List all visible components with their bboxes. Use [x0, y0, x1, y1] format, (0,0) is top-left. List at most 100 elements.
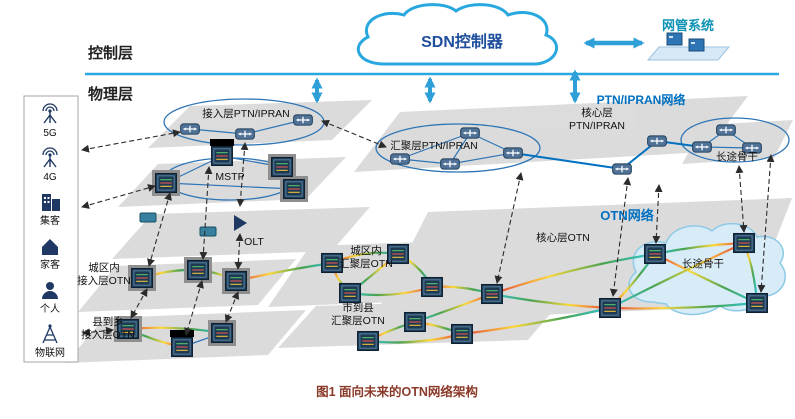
router-icon: [646, 135, 668, 147]
olt-device-icon: [199, 226, 217, 237]
otn-rural-access-label-2: 接入层OTN: [81, 328, 135, 341]
core-link-line: [512, 152, 623, 170]
olt-splitter-icon: [234, 215, 247, 231]
olt-plane: [112, 207, 370, 259]
nms-server-box: [688, 38, 705, 52]
dashed-link-arrow: [234, 233, 244, 270]
dashed-link-arrow: [199, 166, 213, 260]
link-line: [165, 182, 295, 190]
sdn-cloud: [356, 3, 559, 66]
otn-node-icon: [210, 322, 234, 344]
sidebar-item-home: 家客: [40, 258, 60, 271]
otn-node-icon: [450, 323, 474, 345]
dashed-link-arrow: [224, 291, 240, 323]
nms-server-box: [666, 32, 683, 46]
otn-core-label: 核心层OTN: [536, 231, 590, 244]
otn-link: [491, 252, 656, 296]
ptn-access-label: 接入层PTN/IPRAN: [202, 107, 290, 120]
figure-caption: 图1 面向未来的OTN网络架构: [316, 384, 478, 399]
otn-node-icon: [598, 297, 622, 319]
ptn-backbone-plane: [682, 120, 793, 164]
link-line: [449, 152, 514, 165]
otn-metro-agg-label-1: 城区内: [350, 244, 382, 257]
nms-server-light: [669, 36, 673, 38]
dashed-link-arrow: [757, 154, 775, 293]
diagram-labels: SDN控制器 网管系统 控制层 物理层 接入层PTN/IPRAN 汇聚层PTN/…: [77, 18, 758, 399]
otn-node-icon: [643, 243, 667, 265]
dashed-link-arrow: [82, 326, 114, 337]
person-icon: [42, 282, 58, 299]
sidebar-item-personal: 个人: [40, 303, 60, 315]
sidebar-frame: [23, 95, 79, 363]
router-icon: [459, 127, 481, 139]
router-icon: [292, 114, 314, 126]
router-icon: [691, 141, 713, 153]
access-sidebar: 5G 4G 集客 家客 个人 物联网: [23, 95, 79, 363]
dashed-links: [81, 119, 775, 337]
physical-layer-label: 物理层: [88, 85, 133, 103]
otn-link: [609, 242, 745, 309]
ptn-backbone-ring: [680, 117, 790, 163]
sidebar-item-group: 集客: [40, 214, 60, 227]
otn-node-icon: [403, 311, 427, 333]
otn-node-icon: [420, 276, 444, 298]
dashed-link-arrow: [236, 142, 249, 207]
nms-server-light: [691, 42, 695, 44]
otn-node-icon: [170, 336, 194, 358]
nms-platform: [646, 46, 731, 61]
otn-node-icon: [224, 270, 248, 292]
router-icon: [179, 123, 201, 135]
ptn-core-label-1: 核心层: [581, 106, 613, 119]
router-icon: [439, 158, 461, 170]
mstp-node-icon: [154, 172, 178, 194]
dashed-link-arrow: [494, 172, 524, 284]
dashed-link-arrow: [184, 280, 204, 336]
otn-metro-access-label-1: 城区内: [88, 261, 120, 274]
otn-node-icon: [338, 282, 362, 304]
dashed-link-arrow: [147, 192, 172, 267]
home-icon: [42, 239, 58, 255]
ptn-core-label-2: PTN/IPRAN: [569, 120, 625, 132]
router-icon: [611, 163, 633, 175]
otn-node-icon: [130, 267, 154, 289]
mstp-node-icon: [210, 145, 234, 167]
dashed-link-arrow: [735, 165, 748, 233]
nms-label: 网管系统: [662, 18, 714, 33]
dashed-link-arrow: [81, 129, 181, 153]
ptn-backbone-label: 长途骨干: [716, 150, 758, 163]
link-line: [399, 132, 471, 160]
node-cap: [170, 330, 194, 337]
router-icon: [502, 147, 524, 159]
otn-metro-agg-label-2: 汇聚层OTN: [339, 257, 393, 270]
otn-node-icon: [356, 330, 380, 352]
olt-device-icon: [139, 212, 157, 223]
mstp-label: MSTP: [215, 171, 244, 183]
mstp-node-icon: [270, 156, 294, 178]
otn-link: [609, 301, 758, 310]
router-icon: [234, 128, 256, 140]
nms-servers-icon: [646, 32, 731, 61]
control-layer-label: 控制层: [88, 44, 133, 62]
mstp-node-icon: [282, 178, 306, 200]
otn-network-label: OTN网络: [600, 208, 653, 223]
ptn-main-plane: [354, 96, 748, 172]
dashed-link-arrow: [81, 184, 156, 209]
dashed-link-arrow: [652, 184, 663, 244]
otn-backbone-label: 长途骨干: [682, 257, 724, 270]
otn-metro-agg-plane: [268, 237, 562, 307]
otn-node-icon: [480, 283, 504, 305]
iot-tower-icon: [42, 324, 58, 344]
router-icon: [389, 153, 411, 165]
sdn-controller-label: SDN控制器: [421, 32, 504, 51]
node-cap: [210, 139, 234, 146]
antenna-4g-icon: [42, 147, 58, 168]
dashed-link-arrow: [321, 119, 387, 149]
router-icon: [715, 124, 737, 136]
otn-metro-access-label-2: 接入层OTN: [77, 274, 131, 287]
dashed-link-arrow: [130, 288, 148, 319]
control-arrows: [311, 37, 645, 104]
sidebar-item-5g: 5G: [43, 128, 57, 139]
ptn-agg-label: 汇聚层PTN/IPRAN: [390, 139, 478, 152]
building-icon: [42, 194, 60, 211]
